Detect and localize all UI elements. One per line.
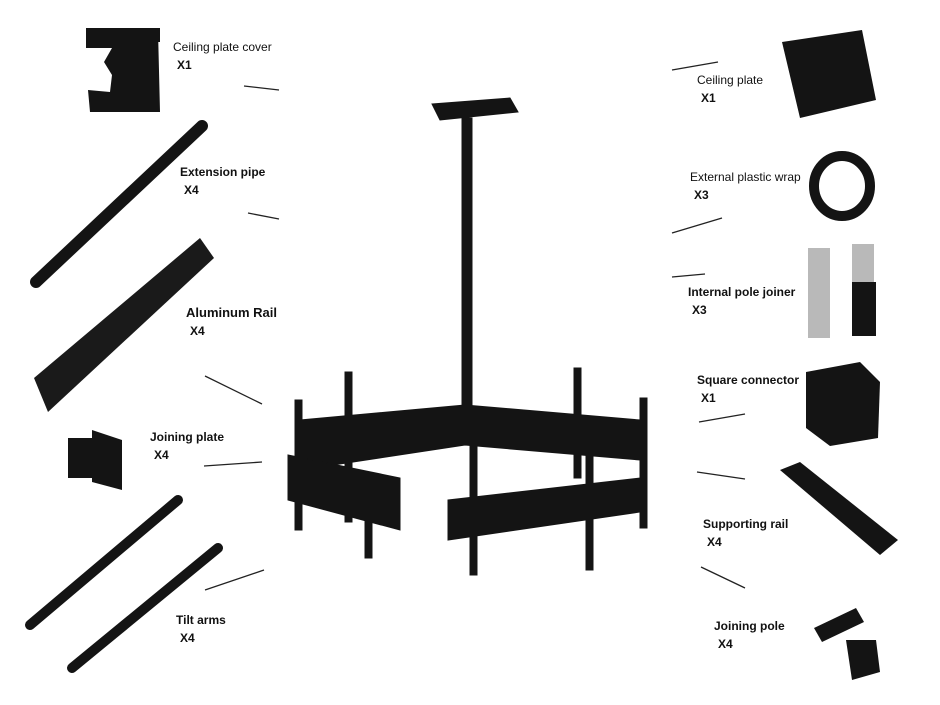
part-shape: [294, 399, 303, 531]
main-mount-assembly-image: [287, 97, 648, 576]
leader-line: [671, 61, 719, 71]
ceiling-plate-image: [782, 30, 876, 118]
part-shape: [808, 248, 830, 338]
part-shape: [814, 608, 864, 642]
part-shape: [287, 454, 401, 531]
part-shape: [92, 430, 122, 490]
leader-lines: [203, 61, 746, 591]
joining-plate-image: [68, 430, 122, 490]
part-shape: [585, 429, 594, 571]
part-shape: [25, 495, 183, 630]
part-shape: [67, 543, 223, 673]
part-shape: [639, 397, 648, 529]
part-shape: [469, 439, 478, 576]
leader-line: [700, 566, 746, 589]
leader-line: [671, 273, 706, 278]
leader-line: [204, 569, 265, 591]
part-shape: [344, 371, 353, 523]
leader-line: [243, 85, 280, 91]
part-shape: [364, 479, 373, 559]
square-connector-image: [806, 362, 880, 446]
aluminum-rail-image: [34, 238, 214, 412]
part-shape: [431, 97, 519, 121]
ceiling-plate-cover-image: [86, 28, 160, 112]
leader-line: [247, 212, 280, 220]
leader-line: [671, 217, 723, 234]
leader-line: [203, 461, 263, 467]
internal-pole-joiner-image: [808, 244, 876, 338]
part-shape: [852, 244, 874, 282]
tilt-arms-image: [25, 495, 223, 673]
leader-line: [698, 413, 746, 423]
external-plastic-wrap-image: [809, 151, 875, 221]
part-shape: [852, 282, 876, 336]
part-shape: [86, 28, 160, 112]
leader-line: [696, 471, 746, 480]
part-shape: [461, 117, 473, 439]
joining-pole-image: [814, 608, 880, 680]
part-shape: [846, 640, 880, 680]
part-shape: [86, 28, 160, 42]
supporting-rail-image: [780, 462, 898, 555]
leader-line: [204, 375, 263, 405]
extension-pipe-image: [30, 120, 208, 288]
part-shape: [573, 367, 582, 479]
